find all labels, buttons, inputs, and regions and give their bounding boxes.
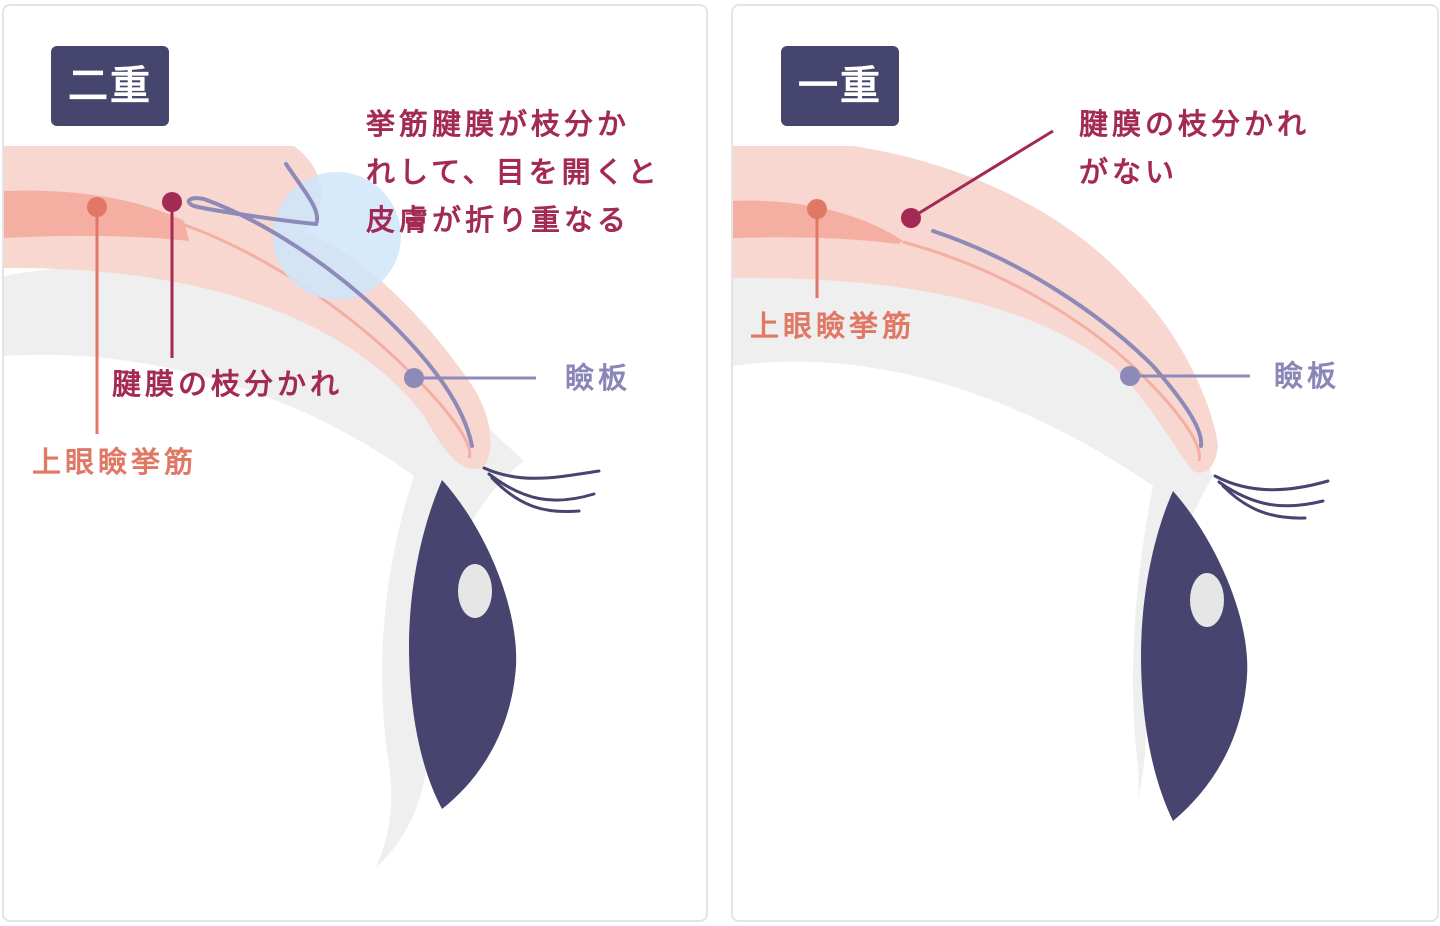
tendon-branch-dot	[162, 192, 182, 212]
tendon-branch-label: 腱膜の枝分かれ	[112, 367, 344, 401]
iris-highlight	[458, 564, 492, 618]
tarsus-label: 瞼板	[1274, 359, 1341, 393]
fold-highlight-circle	[273, 172, 401, 300]
levator-dot	[87, 197, 107, 217]
iris	[1141, 491, 1248, 821]
tendon-outline	[163, 216, 472, 459]
levator-label: 上眼瞼挙筋	[750, 309, 916, 343]
iris	[409, 480, 517, 809]
panel-title-badge: 二重	[51, 46, 169, 126]
eyelashes	[1213, 474, 1330, 520]
single-eyelid-diagram	[733, 129, 1330, 920]
tarsus-label: 瞼板	[565, 361, 632, 395]
note-line: 皮膚が折り重なる	[366, 203, 631, 237]
levator-dot	[807, 199, 827, 219]
note-line: 腱膜の枝分かれ	[1079, 107, 1311, 141]
tarsus-line	[931, 229, 1204, 448]
single-eyelid-panel: 一重 腱膜の枝分かれ がない 上眼瞼挙筋 瞼板	[731, 4, 1439, 922]
note-line: がない	[1079, 155, 1179, 189]
no-branch-leader	[910, 129, 1054, 220]
tarsus-line	[186, 162, 474, 448]
tarsus-dot	[1120, 366, 1140, 386]
note-line: れして、目を開くと	[366, 155, 661, 189]
note-line: 挙筋腱膜が枝分か	[366, 107, 631, 141]
tendon-branch-note: 挙筋腱膜が枝分か れして、目を開くと 皮膚が折り重なる	[366, 100, 661, 244]
tendon-outline	[902, 240, 1201, 462]
double-eyelid-diagram	[4, 146, 601, 920]
eyelashes	[482, 466, 601, 514]
double-eyelid-panel: 二重 挙筋腱膜が枝分か れして、目を開くと 皮膚が折り重なる 腱膜の枝分かれ 上…	[2, 4, 708, 922]
no-branch-note: 腱膜の枝分かれ がない	[1079, 100, 1310, 196]
levator-label: 上眼瞼挙筋	[32, 445, 198, 479]
tarsus-dot	[404, 368, 424, 388]
panel-title-badge: 一重	[781, 46, 899, 126]
eye-white-area	[733, 361, 1153, 920]
iris-highlight	[1190, 573, 1224, 627]
no-branch-dot	[901, 208, 921, 228]
eye-white-area	[4, 354, 414, 920]
